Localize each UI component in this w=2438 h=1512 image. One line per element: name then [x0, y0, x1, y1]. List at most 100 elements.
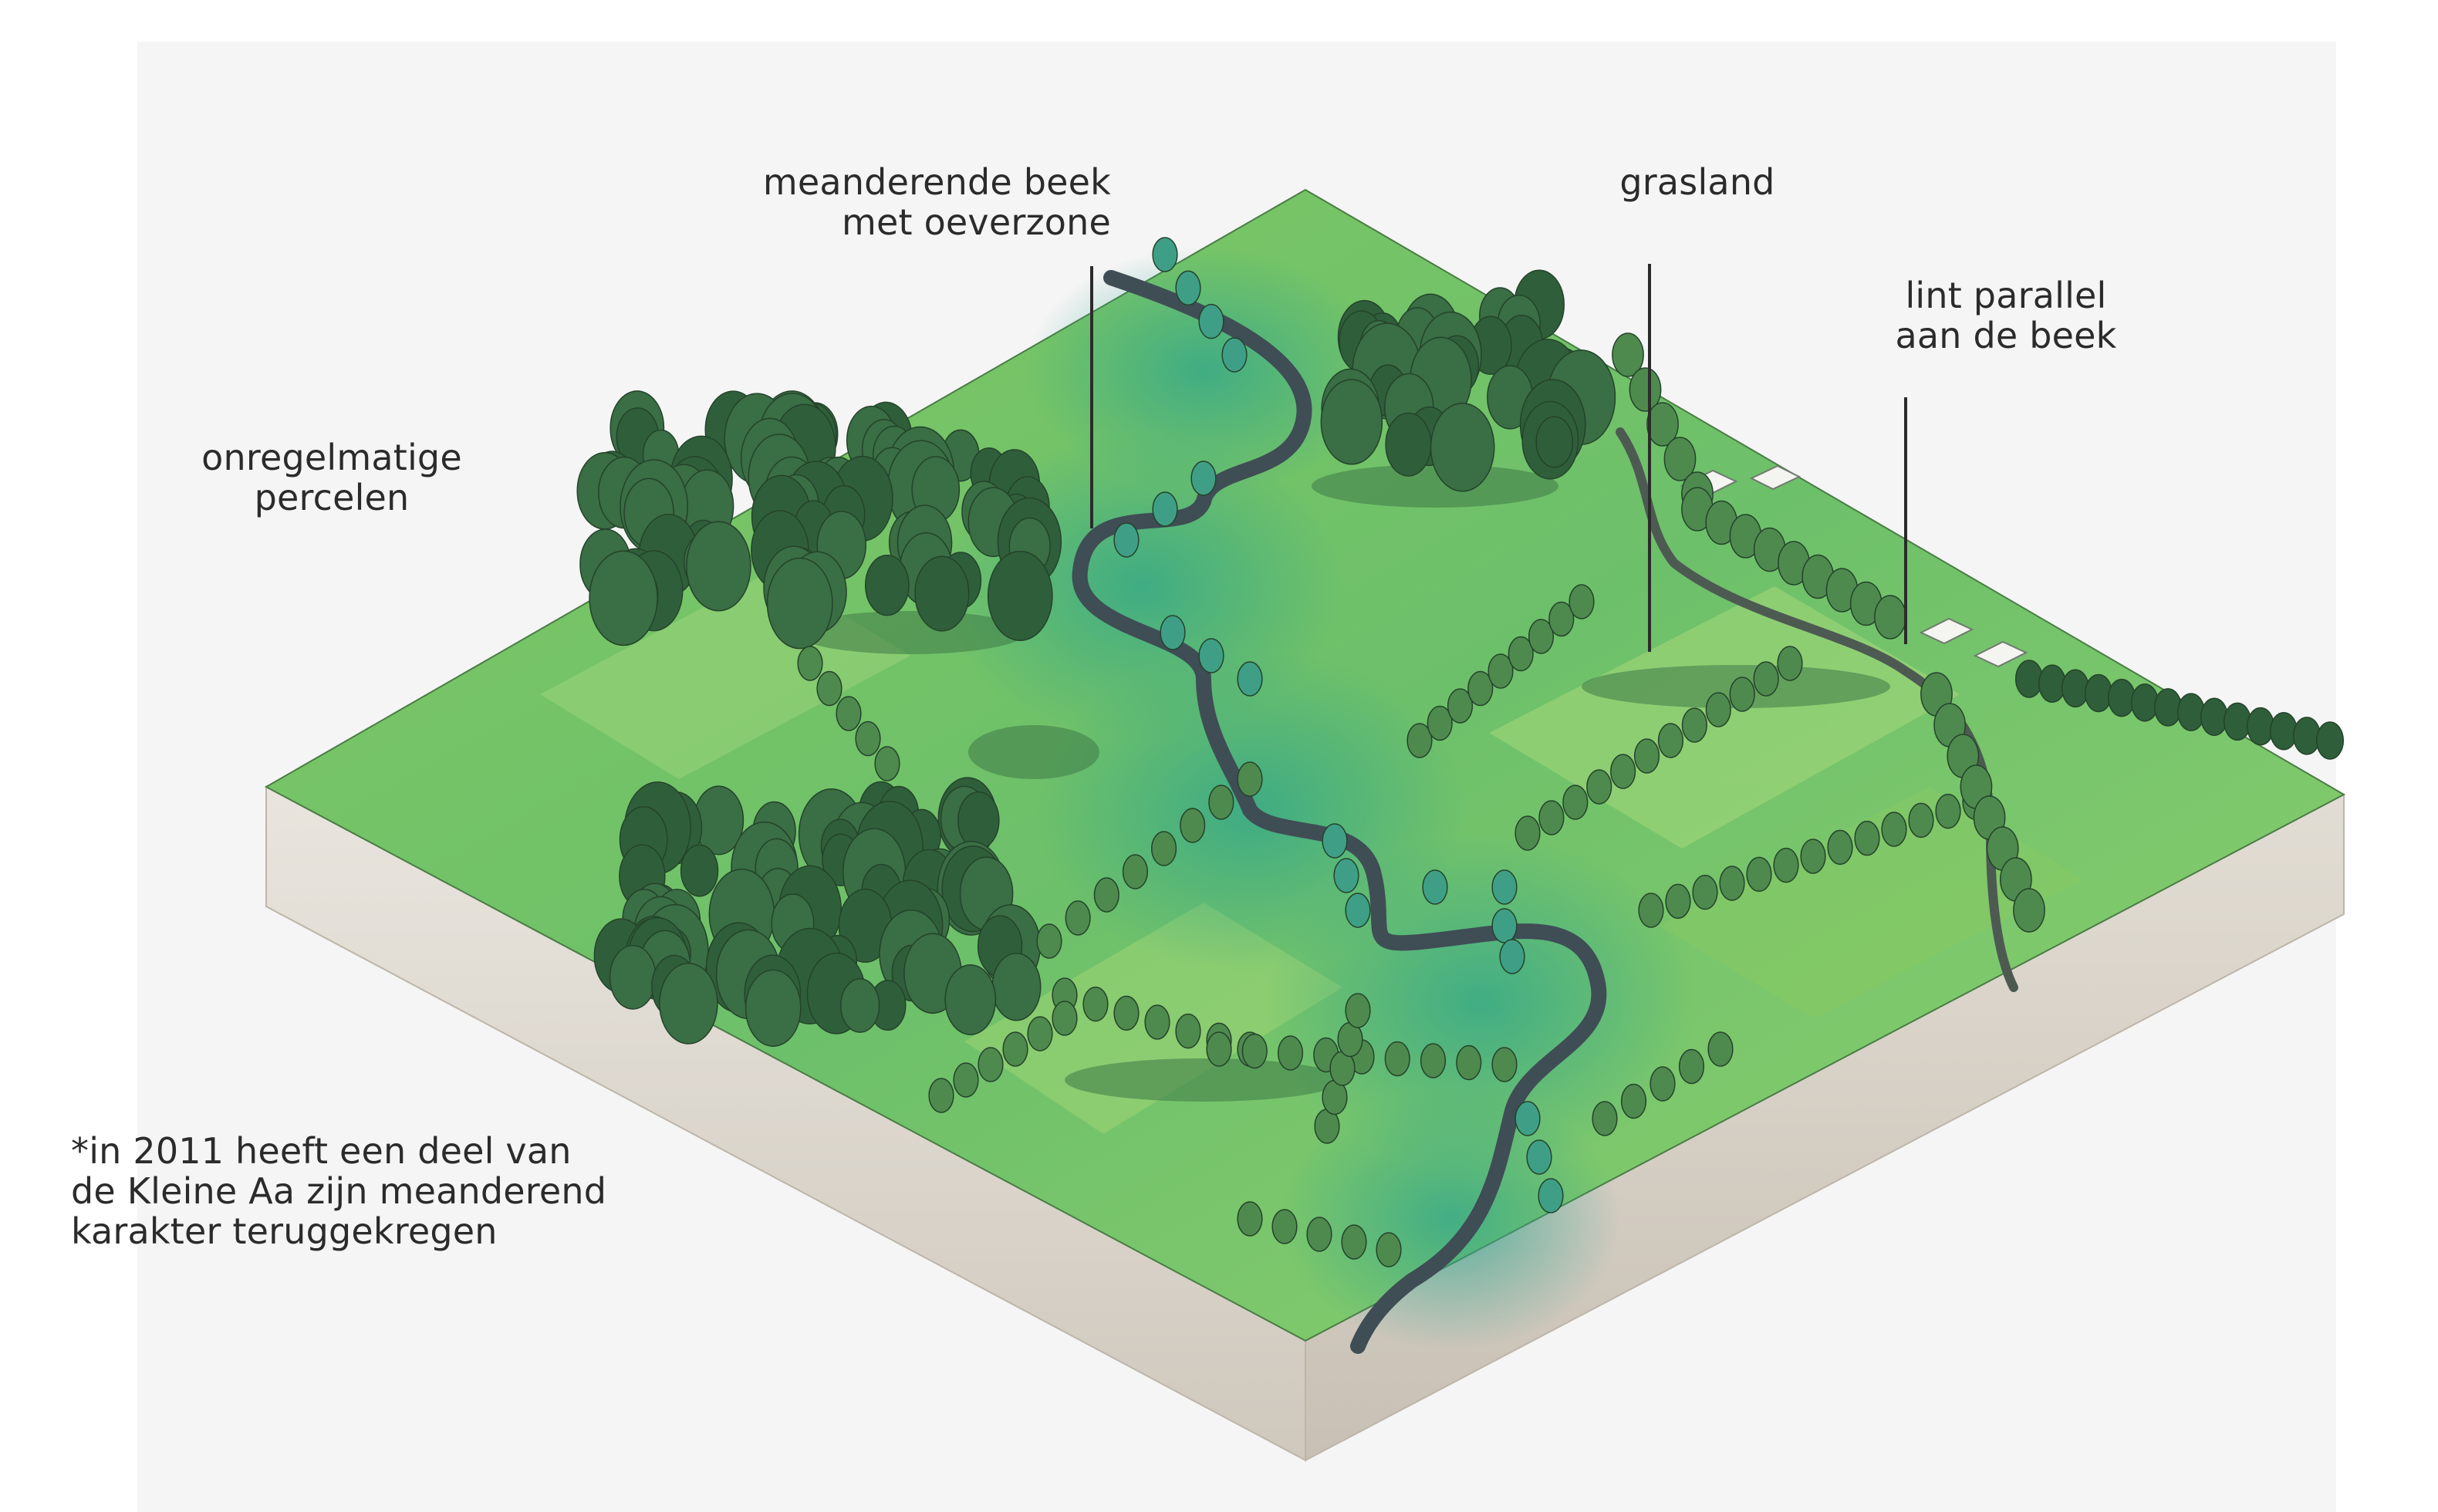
ribbon-tree — [2014, 660, 2044, 698]
ribbon-tree — [2176, 693, 2206, 731]
hedge-tree — [1237, 761, 1263, 797]
ribbon-tree — [2107, 678, 2136, 717]
hedge-tree — [1538, 800, 1565, 835]
ribbon-tree — [2013, 888, 2045, 933]
ribbon-tree — [2223, 702, 2252, 741]
hedge-tree — [1082, 986, 1109, 1022]
hedge-tree — [1122, 854, 1149, 889]
hedge-tree — [1650, 1066, 1676, 1102]
hedge-tree — [1592, 1101, 1618, 1136]
hedge-tree — [1633, 738, 1660, 774]
hedge-tree — [1376, 1232, 1402, 1267]
stream-tree — [1526, 1139, 1552, 1175]
hedge-tree — [1705, 692, 1731, 727]
hedge-tree — [1908, 802, 1934, 839]
hedge-tree — [1881, 812, 1907, 847]
ribbon-tree — [2084, 673, 2113, 713]
hedge-tree — [1681, 707, 1707, 743]
hedge-tree — [1707, 1031, 1734, 1067]
forest-tree — [745, 969, 802, 1047]
forest-tree — [865, 555, 910, 616]
stream-tree — [1322, 823, 1348, 859]
ribbon-tree — [2315, 721, 2345, 760]
forest-tree — [1320, 379, 1383, 465]
label-irregular-parcels: onregelmatige percelen — [201, 437, 462, 518]
hedge-tree — [1093, 877, 1119, 913]
ribbon-tree — [2292, 717, 2322, 755]
stream-tree — [1491, 908, 1518, 943]
ribbon-tree — [2061, 669, 2090, 708]
hedge-tree — [836, 696, 862, 731]
hedge-tree — [1528, 619, 1555, 654]
hedge-tree — [953, 1062, 979, 1098]
hedge-tree — [1665, 883, 1691, 920]
forest-tree — [589, 550, 658, 646]
forest-tree — [693, 785, 745, 856]
hedge-tree — [1777, 646, 1803, 681]
hedge-tree — [978, 1047, 1004, 1082]
label-meandering-stream: meanderende beek met oeverzone — [762, 161, 1111, 243]
hedge-tree — [1610, 754, 1636, 789]
hedge-tree — [1729, 677, 1755, 712]
hedge-tree — [1487, 653, 1514, 689]
ribbon-tree — [2269, 711, 2298, 751]
hedge-tree — [1065, 900, 1091, 936]
hedge-tree — [1467, 670, 1494, 707]
forest-tree — [659, 962, 718, 1045]
hedge-tree — [1027, 1016, 1053, 1051]
hedge-tree — [928, 1078, 954, 1113]
hedge-tree — [1341, 1224, 1367, 1260]
ribbon-tree — [1612, 332, 1644, 377]
hedge-tree — [1384, 1041, 1410, 1077]
hedge-tree — [1620, 1083, 1647, 1119]
hedge-tree — [1678, 1048, 1705, 1085]
hedge-tree — [1508, 636, 1534, 672]
ribbon-tree — [1729, 514, 1762, 559]
hedge-tree — [1586, 769, 1612, 805]
stream-tree — [1152, 491, 1178, 527]
hedge-tree — [1746, 856, 1772, 893]
forest-tree — [957, 791, 1000, 850]
hedge-tree — [1562, 785, 1589, 820]
stream-tree — [1160, 615, 1186, 650]
stream-tree — [1221, 337, 1248, 373]
ribbon-tree — [2153, 688, 2183, 727]
stream-tree — [1237, 661, 1263, 697]
hedge-tree — [816, 670, 842, 707]
ribbon-tree — [2038, 664, 2067, 703]
forest-tree — [1535, 416, 1574, 468]
stream-tree — [1499, 939, 1525, 974]
hedge-tree — [1719, 866, 1745, 901]
hedge-tree — [1150, 831, 1177, 866]
footnote: *in 2011 heeft een deel van de Kleine Aa… — [71, 1130, 607, 1252]
hedge-tree — [1306, 1217, 1332, 1252]
meandering-stream — [1072, 270, 1607, 1354]
hedge-tree — [1491, 1047, 1518, 1082]
stream-tree — [1422, 869, 1448, 905]
hedge-tree — [1144, 1004, 1170, 1040]
stream-tree — [1190, 461, 1217, 496]
hedge-tree — [1420, 1043, 1447, 1078]
stream-tree — [1152, 237, 1178, 272]
hedge-tree — [1854, 820, 1880, 856]
hedge-tree — [1052, 1001, 1078, 1036]
hedge-tree — [1657, 723, 1684, 758]
hedge-tree — [1827, 829, 1853, 866]
hedge-tree — [1773, 847, 1799, 883]
stream-tree — [1538, 1178, 1564, 1213]
stream-tree — [1345, 893, 1371, 928]
stream-tree — [1113, 522, 1140, 558]
hedge-tree — [1692, 874, 1718, 910]
hedge-tree — [1180, 808, 1206, 843]
hedge-tree — [797, 646, 823, 681]
stream-tree — [1175, 270, 1201, 306]
hedge-tree — [1036, 923, 1062, 959]
forest-tree — [680, 844, 719, 897]
hedge-tree — [1277, 1035, 1304, 1071]
tree-layer — [576, 237, 2345, 1267]
hedge-tree — [1175, 1013, 1201, 1049]
hedge-tree — [1568, 584, 1595, 619]
hedge-tree — [1113, 995, 1140, 1031]
ribbon-tree — [2200, 697, 2229, 736]
